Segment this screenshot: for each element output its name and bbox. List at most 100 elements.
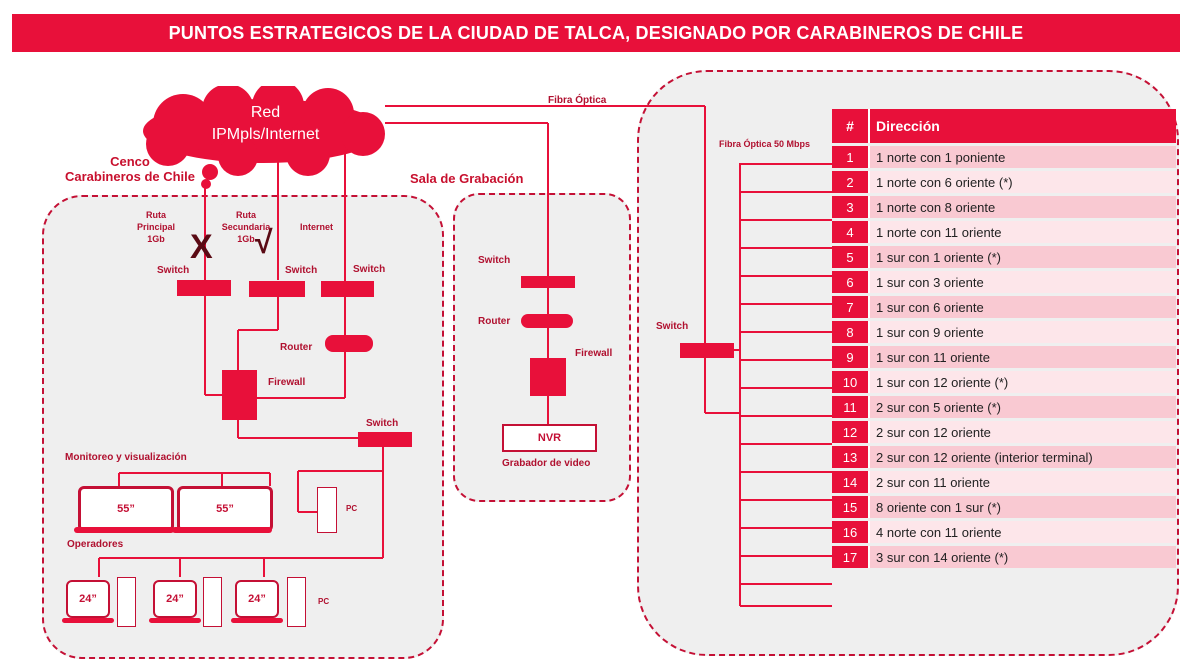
- row-number: 14: [832, 471, 870, 493]
- monitor-24-3-label: 24”: [248, 593, 266, 605]
- failed-route-mark: X: [190, 228, 213, 266]
- grabador-label: Grabador de video: [502, 458, 591, 469]
- cenco-switch-1: [177, 280, 231, 296]
- row-number: 13: [832, 446, 870, 468]
- monitor-55-left-base: [74, 527, 174, 533]
- nvr-box: NVR: [502, 424, 597, 452]
- grabacion-switch: [521, 276, 575, 288]
- internet-label: Internet: [300, 222, 334, 232]
- header-direccion: Dirección: [870, 109, 1176, 143]
- monitor-55-right: 55”: [177, 486, 273, 532]
- points-switch-label: Switch: [656, 321, 689, 332]
- row-number: 6: [832, 271, 870, 293]
- points-switch: [680, 343, 734, 358]
- cenco-switch-3-label: Switch: [353, 264, 386, 275]
- row-number: 4: [832, 221, 870, 243]
- cloud-label-line2: IPMpls/Internet: [211, 126, 320, 143]
- monitoreo-label: Monitoreo y visualización: [65, 452, 187, 463]
- ruta-principal-line1: Ruta: [146, 210, 166, 220]
- cenco-switch-3: [321, 281, 374, 297]
- monitor-55-left: 55”: [78, 486, 174, 532]
- cenco-switch-2: [249, 281, 305, 297]
- cloud-label: Red IPMpls/Internet: [128, 102, 403, 146]
- monitor-24-2-label: 24”: [166, 593, 184, 605]
- monitor-24-3: 24”: [235, 580, 279, 618]
- grabacion-firewall: [530, 358, 566, 396]
- cenco-firewall-label: Firewall: [268, 377, 306, 388]
- row-direccion: 1 norte con 1 poniente: [870, 146, 1176, 168]
- monitor-24-2: 24”: [153, 580, 197, 618]
- grabacion-switch-label: Switch: [478, 255, 511, 266]
- monitor-55-right-label: 55”: [216, 503, 234, 515]
- row-number: 10: [832, 371, 870, 393]
- row-direccion: 1 sur con 6 oriente: [870, 296, 1176, 318]
- nvr-label: NVR: [537, 432, 562, 444]
- row-number: 1: [832, 146, 870, 168]
- cenco-firewall: [222, 370, 257, 420]
- row-direccion: 1 sur con 12 oriente (*): [870, 371, 1176, 393]
- ruta-secundaria-line1: Ruta: [236, 210, 256, 220]
- cenco-router: [325, 335, 373, 352]
- cloud-label-line1: Red: [250, 104, 281, 121]
- monitoreo-pc-label: PC: [346, 504, 358, 513]
- operator-pc-2: [203, 577, 222, 627]
- cenco-title-line2: Carabineros de Chile: [64, 169, 196, 184]
- fibra-switch-label: Fibra Óptica 50 Mbps: [719, 139, 811, 149]
- ruta-principal-label: Ruta Principal 1Gb: [126, 209, 186, 245]
- row-number: 7: [832, 296, 870, 318]
- row-number: 3: [832, 196, 870, 218]
- row-number: 17: [832, 546, 870, 568]
- row-direccion: 1 norte con 6 oriente (*): [870, 171, 1176, 193]
- row-direccion: 4 norte con 11 oriente: [870, 521, 1176, 543]
- cenco-switch-4: [358, 432, 412, 447]
- row-direccion: 1 sur con 3 oriente: [870, 271, 1176, 293]
- row-direccion: 8 oriente con 1 sur (*): [870, 496, 1176, 518]
- ruta-principal-line2: Principal: [136, 222, 175, 232]
- row-number: 16: [832, 521, 870, 543]
- ruta-secundaria-line3: 1Gb: [237, 234, 255, 244]
- monitoreo-pc: [317, 487, 337, 533]
- row-number: 12: [832, 421, 870, 443]
- row-direccion: 1 sur con 9 oriente: [870, 321, 1176, 343]
- monitor-24-1-base: [62, 618, 114, 623]
- row-direccion: 2 sur con 5 oriente (*): [870, 396, 1176, 418]
- row-number: 11: [832, 396, 870, 418]
- cenco-title: Cenco Carabineros de Chile: [60, 154, 200, 184]
- monitor-24-2-base: [149, 618, 201, 623]
- row-number: 15: [832, 496, 870, 518]
- operator-pc-3: [287, 577, 306, 627]
- cenco-router-label: Router: [280, 342, 313, 353]
- monitor-55-left-label: 55”: [117, 503, 135, 515]
- row-number: 5: [832, 246, 870, 268]
- ruta-principal-line3: 1Gb: [147, 234, 165, 244]
- cenco-switch-2-label: Switch: [285, 265, 318, 276]
- row-direccion: 2 sur con 11 oriente: [870, 471, 1176, 493]
- row-direccion: 1 sur con 1 oriente (*): [870, 246, 1176, 268]
- row-direccion: 1 norte con 11 oriente: [870, 221, 1176, 243]
- ruta-secundaria-line2: Secundaria: [221, 222, 271, 232]
- cenco-title-line1: Cenco: [110, 154, 150, 169]
- row-number: 8: [832, 321, 870, 343]
- row-direccion: 2 sur con 12 oriente (interior terminal): [870, 446, 1176, 468]
- grabacion-title: Sala de Grabación: [410, 171, 524, 186]
- monitor-24-3-base: [231, 618, 283, 623]
- monitor-24-1-label: 24”: [79, 593, 97, 605]
